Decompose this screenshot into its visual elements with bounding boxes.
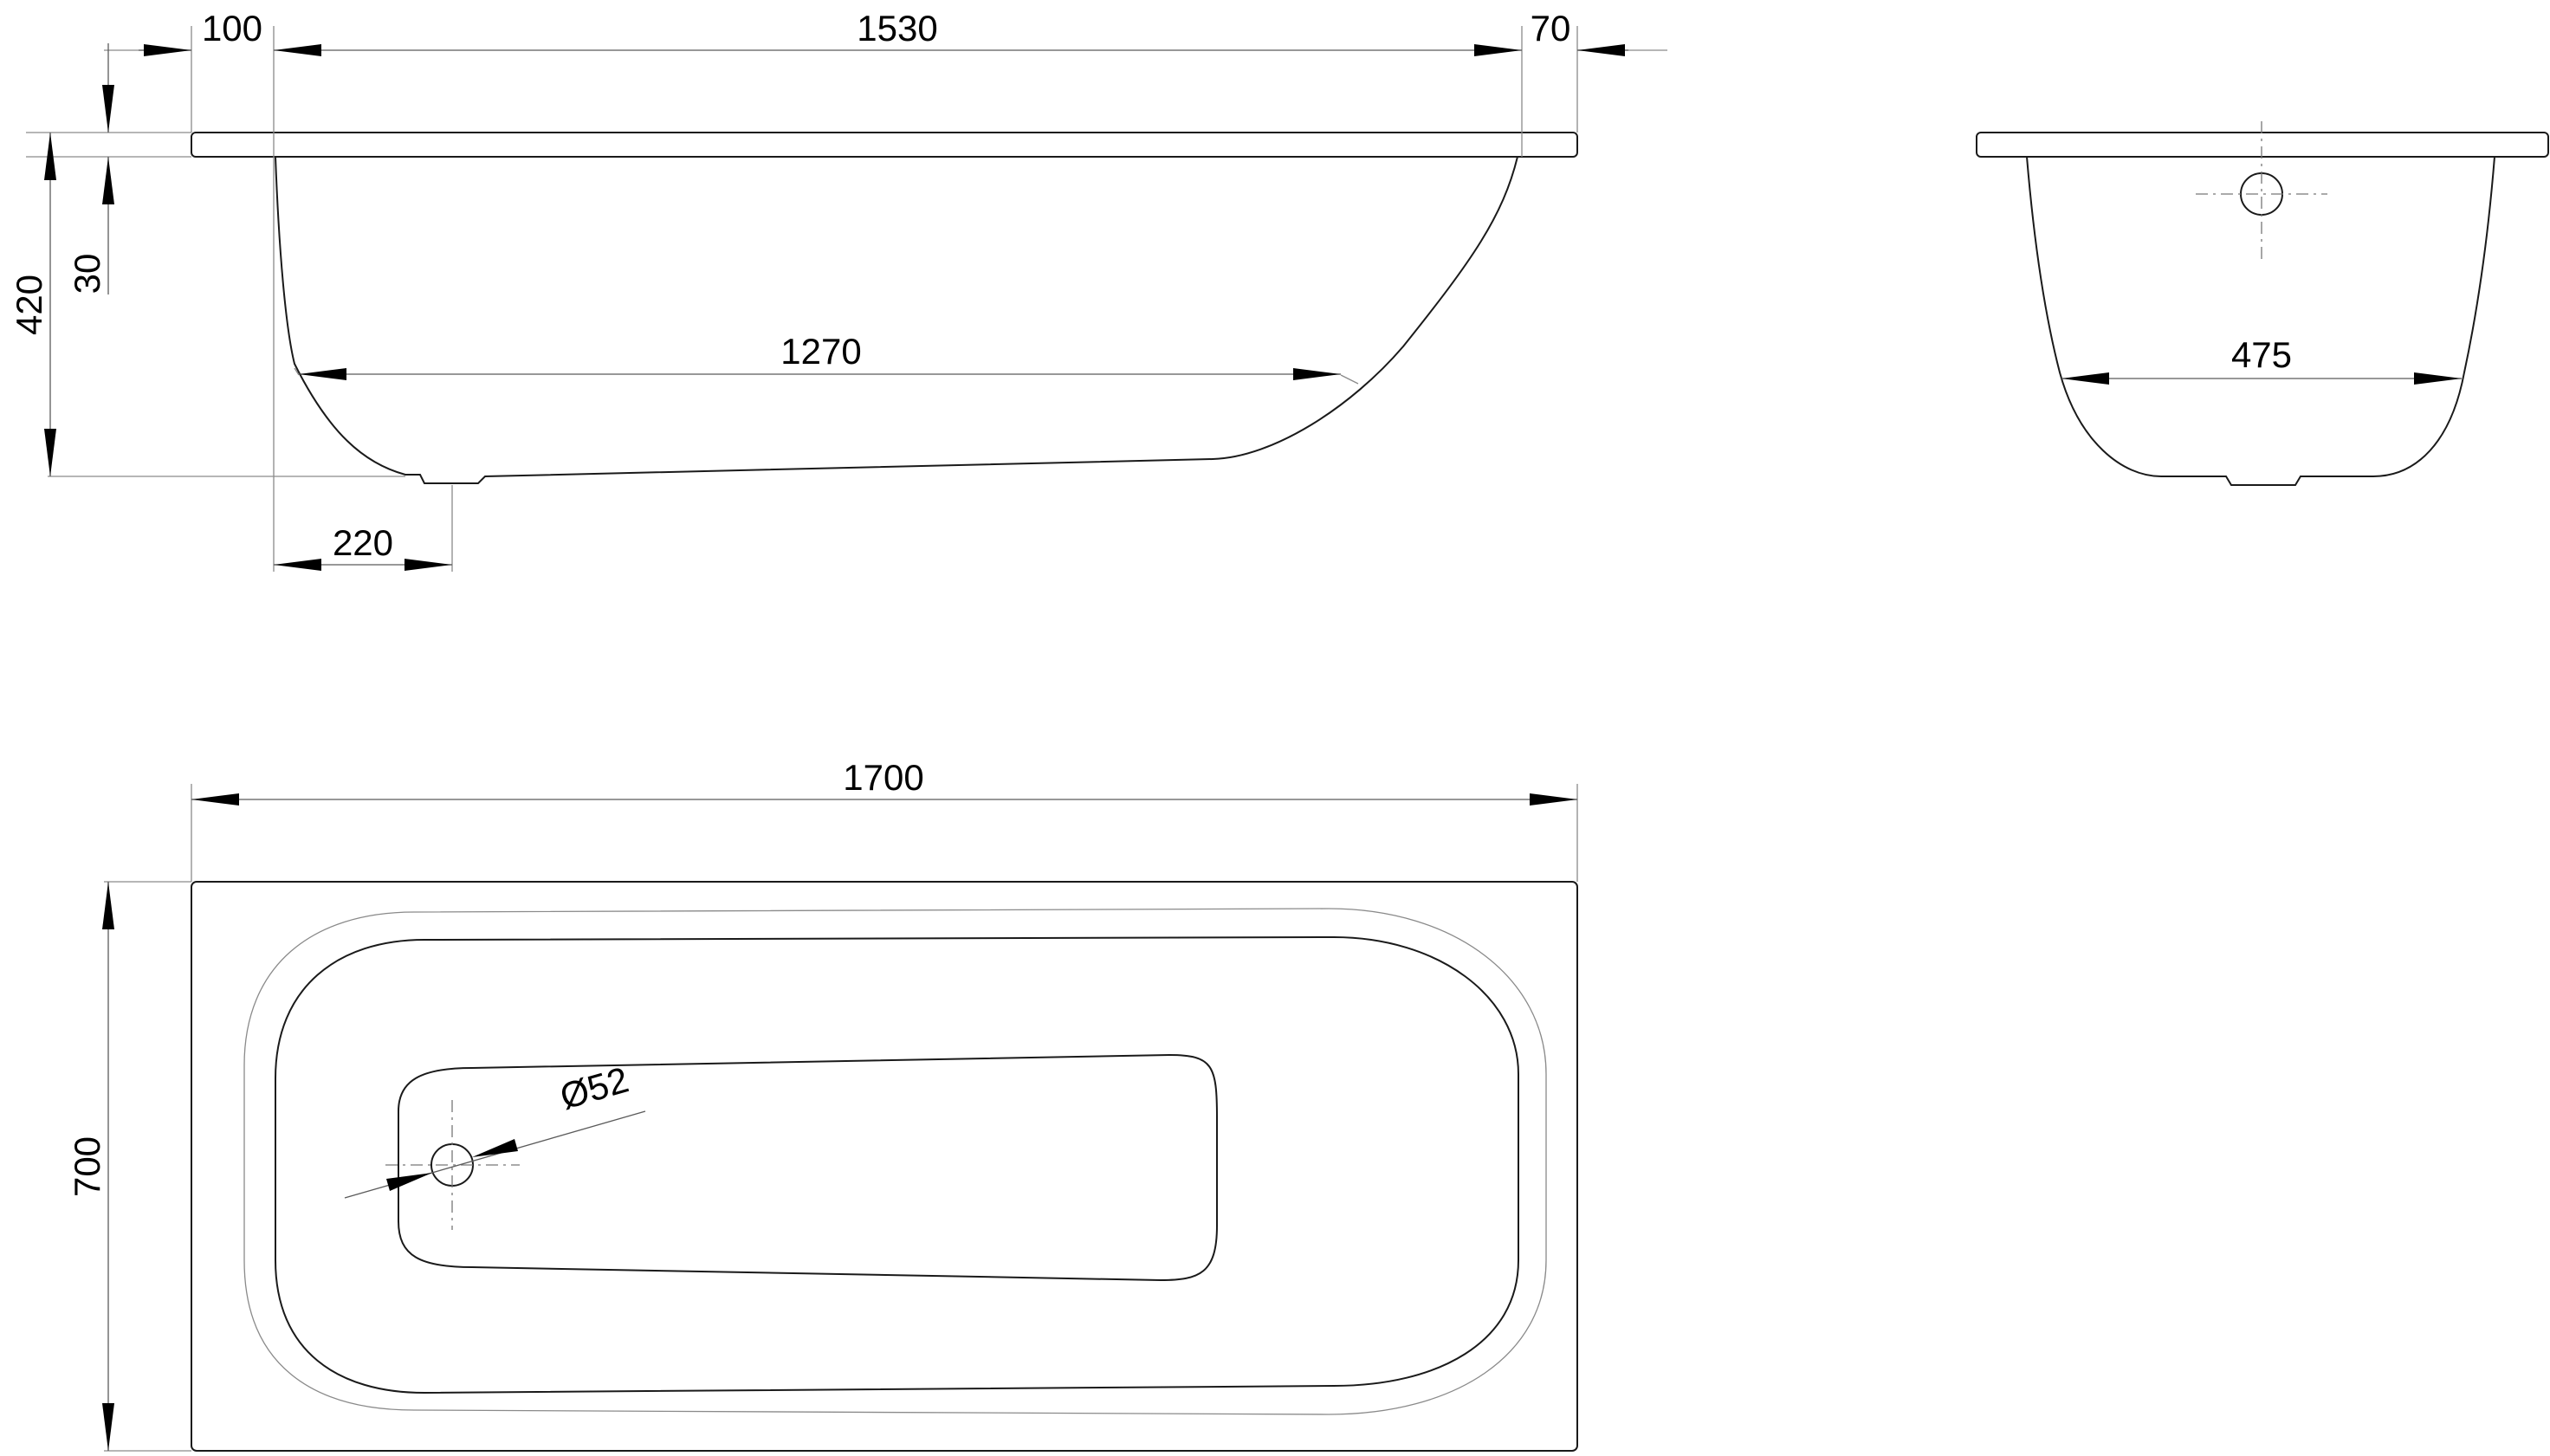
plan-rim — [191, 881, 1578, 1452]
dim-1700: 1700 — [843, 757, 923, 798]
side-basin-outline — [275, 156, 1518, 484]
plan-view: 1700 700 Ø52 — [67, 757, 1578, 1452]
dim-70: 70 — [1531, 8, 1571, 49]
dim-420: 420 — [9, 275, 49, 335]
dim-700: 700 — [67, 1136, 107, 1197]
end-basin-outline — [2026, 156, 2495, 486]
plan-inner-basin — [275, 935, 1519, 1395]
end-view: 475 — [1976, 121, 2549, 486]
side-elevation-view: 100 1530 70 420 30 1270 220 — [9, 8, 1667, 572]
plan-outer-basin — [243, 908, 1547, 1415]
dim-1270: 1270 — [780, 331, 861, 372]
dim-100: 100 — [202, 8, 262, 49]
dim-475: 475 — [2231, 334, 2292, 375]
dim-drain-diameter: Ø52 — [555, 1059, 632, 1117]
dim-220: 220 — [333, 522, 393, 563]
side-rim — [191, 132, 1578, 158]
dim-30: 30 — [67, 254, 107, 294]
dim-1530: 1530 — [857, 8, 937, 49]
end-rim — [1976, 132, 2549, 158]
plan-bottom-platform — [398, 1053, 1218, 1282]
